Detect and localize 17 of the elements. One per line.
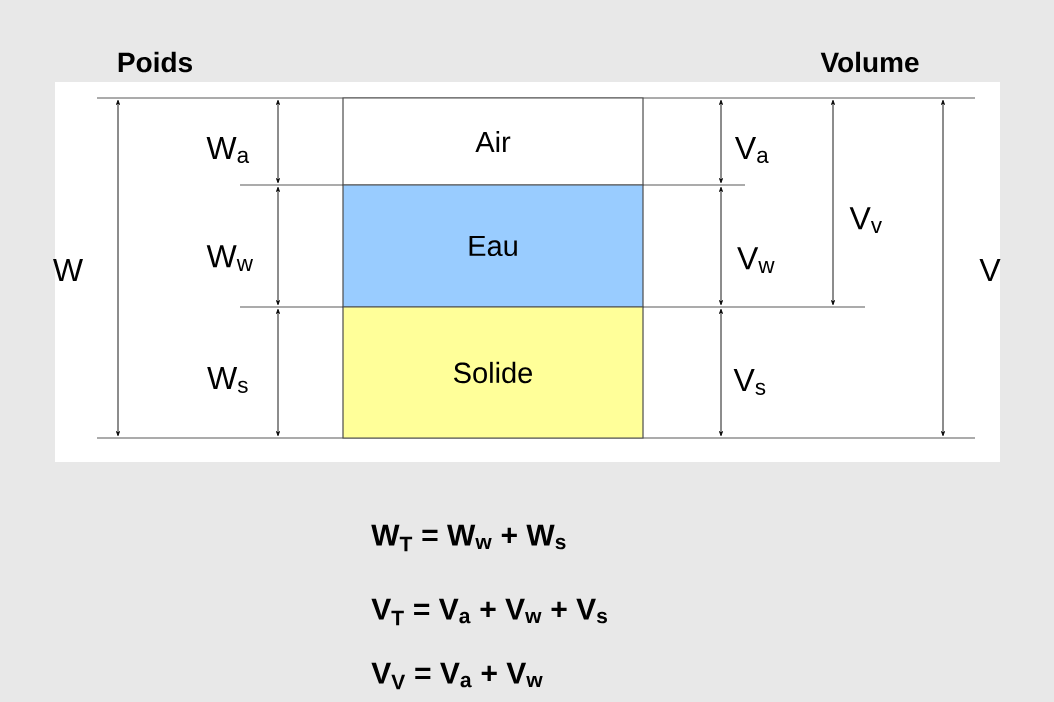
symbol-label: W$_{w}$ xyxy=(206,245,253,271)
symbol-label: W xyxy=(53,259,83,281)
phase-box: Eau xyxy=(342,184,644,308)
equation: W$_{T}$ = W$_{w}$ + W$_{s}$ xyxy=(371,524,566,552)
phase-box: Air xyxy=(342,97,644,186)
symbol-label: W$_{s}$ xyxy=(207,367,248,393)
heading: Volume xyxy=(820,51,919,73)
heading: Poids xyxy=(118,51,192,73)
equation: V$_{T}$ = V$_{a}$ + V$_{w}$ + V$_{s}$ xyxy=(371,598,607,626)
symbol-label: V$_{w}$ xyxy=(737,247,775,273)
symbol-label: W$_{a}$ xyxy=(206,137,250,163)
symbol-label: V xyxy=(979,259,1001,281)
equation: V$_{V}$ = V$_{a}$ + V$_{w}$ xyxy=(371,662,543,690)
phase-box: Solide xyxy=(342,306,644,439)
symbol-label: V$_{v}$ xyxy=(849,207,882,233)
symbol-label: V$_{a}$ xyxy=(735,137,769,163)
symbol-label: V$_{s}$ xyxy=(733,369,766,395)
